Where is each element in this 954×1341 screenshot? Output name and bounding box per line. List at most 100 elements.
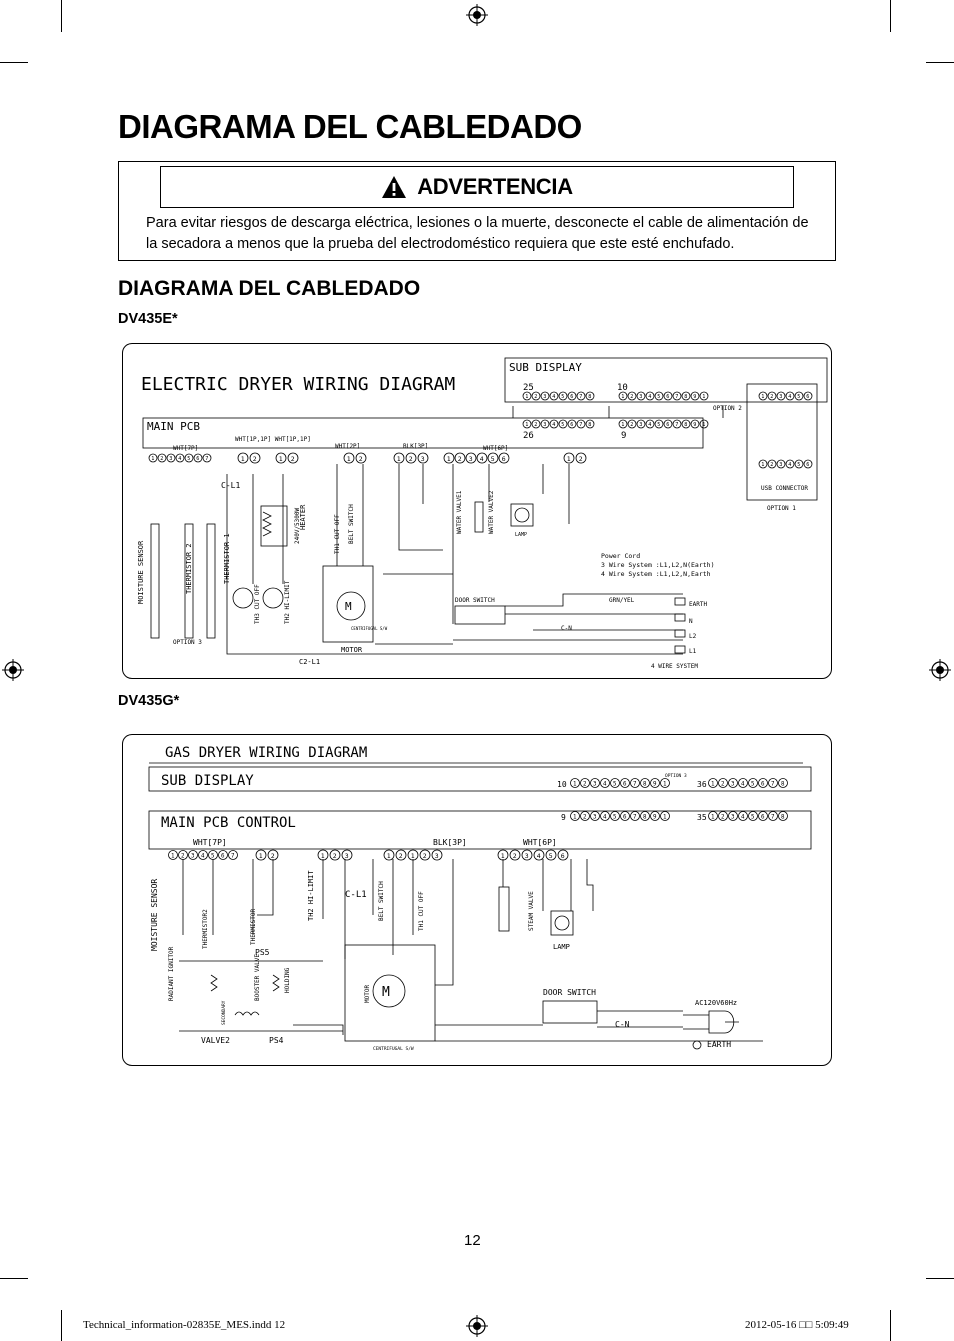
connector-pin-number: 3 — [525, 852, 529, 860]
connector-pin — [654, 391, 664, 401]
connector-pin-number: 1 — [621, 422, 624, 428]
connector-pin — [343, 452, 355, 464]
lamp-box — [510, 503, 534, 527]
power-terminal — [674, 645, 686, 654]
connector-pin-number: 5 — [561, 394, 564, 400]
heater-rating: 240V/5300W — [294, 507, 301, 544]
power-terminals — [674, 597, 686, 654]
connector-wht6p: WHT[6P] — [483, 445, 508, 452]
connector-pin — [690, 419, 700, 429]
connector-pin — [681, 391, 691, 401]
svg-text:10: 10 — [617, 383, 628, 393]
connector-pin — [620, 811, 630, 821]
connector-pin-number: 4 — [788, 462, 791, 468]
cl1-label: C-L1 — [345, 890, 367, 900]
connector-pin-number: 2 — [160, 456, 163, 462]
connector-pin — [580, 811, 590, 821]
connector-pin-number: 6 — [806, 394, 809, 400]
connector-pin — [708, 778, 718, 788]
connector-pin — [237, 452, 249, 464]
door-switch-box — [542, 1000, 598, 1024]
connector-pin-number: 1 — [567, 455, 571, 463]
connector-pin-number: 8 — [781, 781, 785, 787]
connector-pin-number: 1 — [525, 394, 528, 400]
connector-pin-number: 2 — [458, 455, 462, 463]
connector-pin-number: 3 — [731, 814, 735, 820]
connector-pin — [645, 391, 655, 401]
connector-pin — [355, 452, 367, 464]
motor-box — [322, 565, 374, 643]
connector-pin-number: 5 — [211, 853, 215, 859]
connector-pin-number: 1 — [447, 455, 451, 463]
connector-pin-number: 7 — [675, 394, 678, 400]
connector-pin — [738, 778, 748, 788]
connector-pin-number: 1 — [573, 781, 577, 787]
connector-pin — [287, 452, 299, 464]
connector-pin — [533, 849, 545, 861]
connector-pin — [567, 391, 577, 401]
model-label-gas: DV435G* — [118, 693, 180, 709]
connector-pin-number: 1 — [621, 394, 624, 400]
connector-pin — [329, 849, 341, 861]
power-cord-line2: 3 Wire System :L1,L2,N(Earth) — [601, 561, 715, 569]
connector-pin — [718, 778, 728, 788]
door-switch-label: DOOR SWITCH — [455, 597, 495, 604]
lamp-label: LAMP — [515, 532, 527, 538]
connector-pin-number: 7 — [205, 456, 208, 462]
connector-pin — [758, 811, 768, 821]
connector-pin — [758, 778, 768, 788]
connector-pin-number: 5 — [491, 455, 495, 463]
connector-pin-number: 3 — [593, 814, 597, 820]
connector-pin — [748, 811, 758, 821]
radiant-ignitor-label: RADIANT IGNITOR — [168, 946, 175, 1001]
connector-pin — [570, 811, 580, 821]
connector-pin-number: 6 — [570, 394, 573, 400]
connector-pin-number: 7 — [675, 422, 678, 428]
connector-pin — [531, 391, 541, 401]
connector-pin-number: 3 — [543, 422, 546, 428]
connector-pin — [228, 850, 238, 860]
connector-pin — [576, 391, 586, 401]
connector-pin — [650, 778, 660, 788]
connector-pin-number: 2 — [253, 455, 257, 463]
registration-mark-icon — [2, 659, 24, 681]
svg-text:36: 36 — [697, 780, 707, 789]
connector-pin-number: 6 — [623, 814, 627, 820]
connector-wht1p: WHT[1P,1P] WHT[1P,1P] — [235, 436, 311, 443]
connector-pin — [758, 391, 768, 401]
connector-pin-number: 2 — [721, 814, 725, 820]
connector-pin-number: 4 — [603, 814, 607, 820]
moisture-sensor-label: MOISTURE SENSOR — [137, 540, 145, 604]
connector-pin-number: 4 — [178, 456, 181, 462]
connector-pin-number: 1 — [663, 814, 667, 820]
connector-pin — [476, 452, 488, 464]
connector-pin-number: 6 — [761, 781, 765, 787]
valve2-label: VALVE2 — [201, 1036, 230, 1045]
model-label-electric: DV435E* — [118, 311, 178, 327]
connector-pin — [636, 391, 646, 401]
connector-pin-number: 3 — [421, 455, 425, 463]
connector-pin-number: 9 — [693, 394, 696, 400]
connector-pin — [610, 811, 620, 821]
registration-mark-icon — [466, 1315, 488, 1337]
connector-pin-number: 3 — [639, 422, 642, 428]
main-pcb-label: MAIN PCB CONTROL — [161, 815, 296, 831]
connector-pin — [540, 391, 550, 401]
connector-pin-number: 9 — [653, 814, 657, 820]
connector-pin — [748, 778, 758, 788]
connector-pin-number: 8 — [643, 781, 647, 787]
connector-pin — [758, 459, 768, 469]
connector-pin-number: 6 — [666, 394, 669, 400]
connector-pin-number: 4 — [788, 394, 791, 400]
crop-mark — [926, 62, 954, 63]
connector-pin-number: 3 — [469, 455, 473, 463]
electric-wiring-diagram: ELECTRIC DRYER WIRING DIAGRAM SUB DISPLA… — [122, 343, 832, 679]
connector-pin — [509, 849, 521, 861]
connector-pin — [728, 778, 738, 788]
connector-pin-number: 1 — [321, 852, 325, 860]
connector-pin — [699, 419, 709, 429]
sub-display-label: SUB DISPLAY — [509, 361, 582, 374]
connector-pin-number: 4 — [552, 394, 555, 400]
